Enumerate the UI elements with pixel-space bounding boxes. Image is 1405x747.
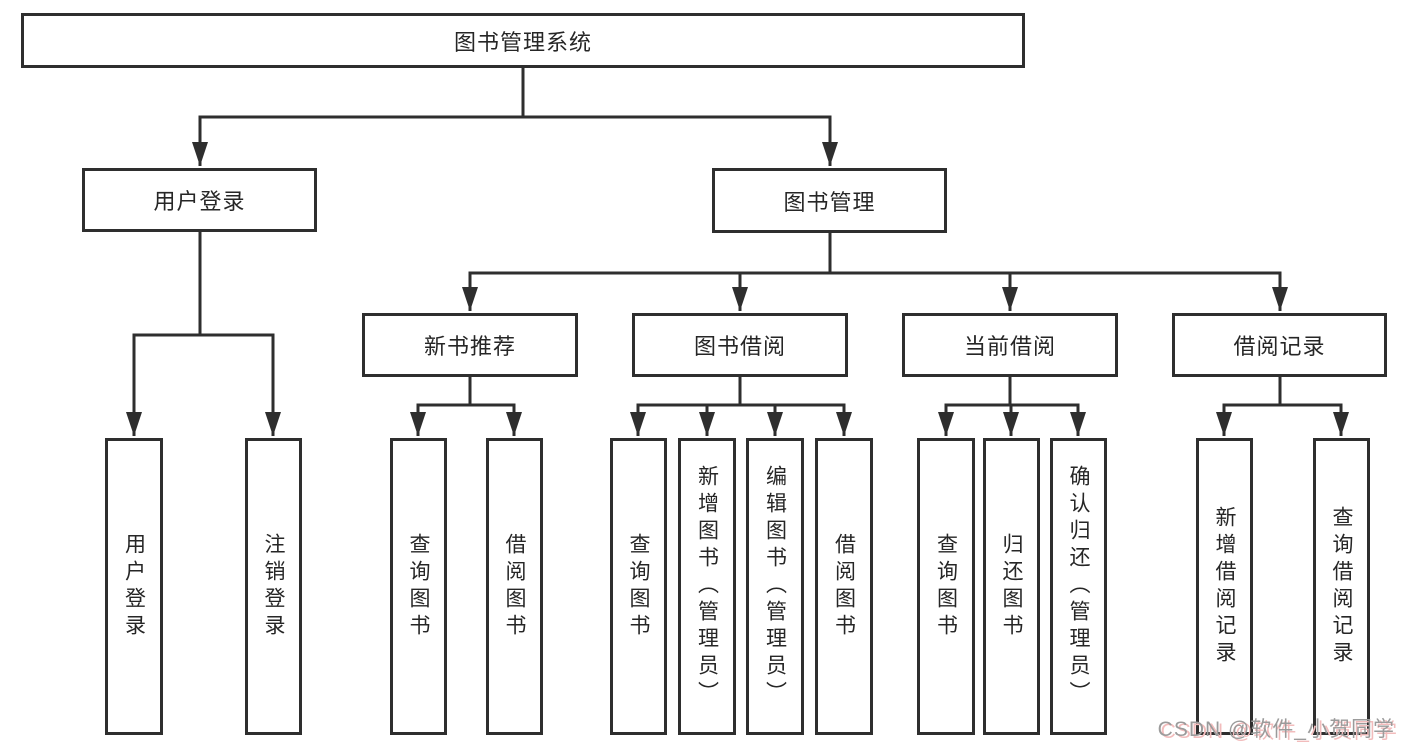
node-user-login-action: 用户登录 (105, 438, 163, 735)
node-cb-query-books: 查询图书 (917, 438, 975, 735)
node-borrow-records: 借阅记录 (1172, 313, 1387, 377)
node-user-login: 用户登录 (82, 168, 317, 232)
node-rec-query-books: 查询图书 (390, 438, 447, 735)
node-rec-borrow-books: 借阅图书 (486, 438, 543, 735)
node-new-book-recommend: 新书推荐 (362, 313, 578, 377)
node-bb-borrow-books: 借阅图书 (815, 438, 873, 735)
node-br-query-record: 查询借阅记录 (1313, 438, 1370, 735)
node-book-management: 图书管理 (712, 168, 947, 233)
node-bb-add-books-admin: 新增图书（管理员） (678, 438, 736, 735)
node-library-management-system: 图书管理系统 (21, 13, 1025, 68)
node-current-borrowing: 当前借阅 (902, 313, 1118, 377)
node-bb-edit-books-admin: 编辑图书（管理员） (746, 438, 804, 735)
node-cb-return-books: 归还图书 (983, 438, 1040, 735)
node-book-borrowing: 图书借阅 (632, 313, 848, 377)
node-cb-confirm-return-admin: 确认归还（管理员） (1050, 438, 1107, 735)
node-bb-query-books: 查询图书 (610, 438, 667, 735)
node-logout-action: 注销登录 (245, 438, 302, 735)
node-br-add-record: 新增借阅记录 (1196, 438, 1253, 735)
csdn-watermark: CSDN @软件_小贺同学 (1157, 718, 1395, 741)
